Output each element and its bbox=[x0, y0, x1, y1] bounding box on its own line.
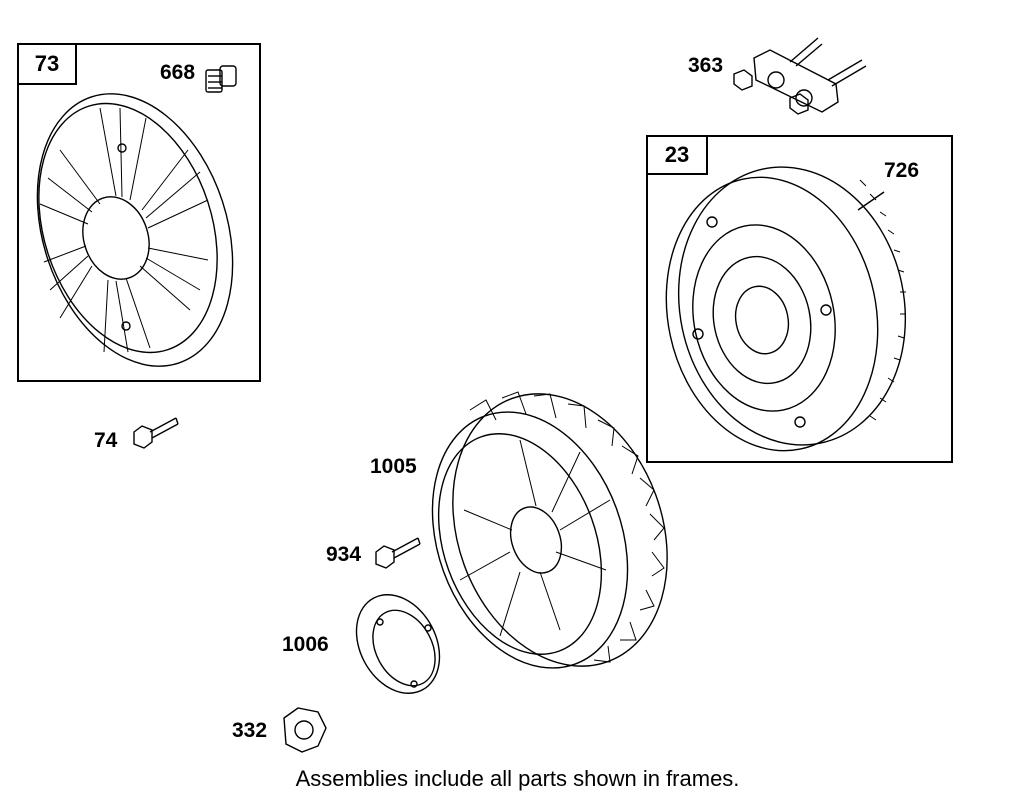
blower-housing-part bbox=[4, 68, 266, 391]
bolt-934-part bbox=[376, 538, 420, 568]
fan-1005-part bbox=[398, 364, 703, 697]
frame-23-tag: 23 bbox=[648, 137, 708, 175]
puller-363-part bbox=[734, 38, 866, 114]
bolt-74-part bbox=[134, 418, 178, 448]
part-label-332: 332 bbox=[232, 719, 268, 742]
part-label-1005: 1005 bbox=[370, 455, 417, 478]
part-label-363: 363 bbox=[688, 54, 724, 77]
part-label-74: 74 bbox=[94, 429, 118, 452]
flywheel-part bbox=[642, 146, 931, 471]
diagram-caption: Assemblies include all parts shown in fr… bbox=[295, 766, 740, 791]
nut-332-part bbox=[284, 708, 326, 752]
assembly-frame-23: 23 bbox=[646, 135, 953, 463]
part-label-934: 934 bbox=[326, 543, 362, 566]
frame-73-tag: 73 bbox=[19, 45, 77, 85]
part-label-726: 726 bbox=[884, 159, 920, 182]
screen-1006-part bbox=[340, 580, 456, 708]
part-label-668: 668 bbox=[160, 61, 196, 84]
screw-668-part bbox=[206, 66, 236, 92]
part-label-1006: 1006 bbox=[282, 633, 329, 656]
